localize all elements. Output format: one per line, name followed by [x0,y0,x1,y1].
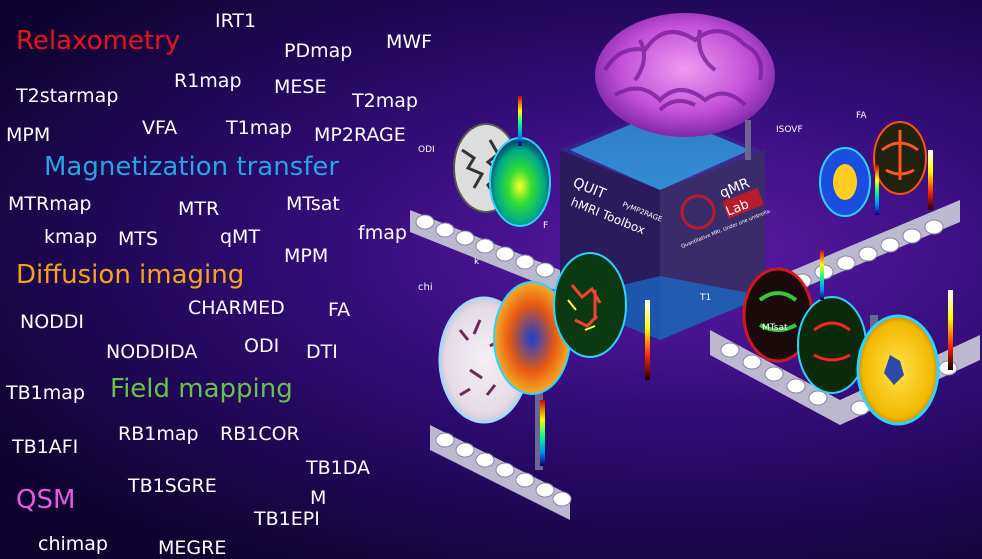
keyword-megre: MEGRE [158,537,227,559]
keyword-fmap: fmap [358,222,407,244]
keyword-rb1map: RB1map [118,423,199,445]
keyword-dti: DTI [306,341,338,363]
keyword-tb1map: TB1map [6,382,85,404]
keyword-t2map: T2map [352,90,418,112]
keyword-mpm-1: MPM [6,124,51,146]
keyword-tb1dam-line2: M [310,487,327,509]
category-qsm: QSM [16,485,76,515]
brain-icon [595,13,775,137]
keyword-mese: MESE [274,76,327,98]
label-isovf-map: ISOVF [776,125,803,135]
keyword-charmed: CHARMED [188,297,285,319]
label-t1-map: T1 [699,293,711,303]
t1-green-map-image [797,296,867,394]
keyword-noddida: NODDIDA [106,341,198,363]
keyword-tb1afi: TB1AFI [12,436,79,458]
qmrlab-umbrella-icon [680,194,716,230]
keyword-mtr: MTR [178,198,220,220]
keyword-mtsat: MTsat [286,193,340,215]
label-odi-map: ODI [418,145,435,155]
keyword-mpm-2: MPM [284,245,329,267]
category-magnetization-transfer: Magnetization transfer [44,152,340,182]
pillar-left [535,360,543,470]
keyword-t1map: T1map [226,117,292,139]
keyword-mtrmap: MTRmap [8,193,92,215]
keyword-mp2rage: MP2RAGE [314,124,406,146]
keyword-r1map: R1map [174,70,242,92]
category-field-mapping: Field mapping [110,374,293,404]
label-mtsat-map: MTsat [762,323,788,333]
toolbox-illustration: QUIT hMRI Toolbox PyMP2RAGE qMR Lab Quan… [410,13,980,520]
keyword-vfa: VFA [142,117,178,139]
f-map-image [489,137,551,227]
category-relaxometry: Relaxometry [16,26,181,56]
label-chi-map: chi [418,282,433,293]
label-fa-map: FA [856,111,867,121]
keyword-chimap: chimap [38,533,108,555]
keyword-tb1dam-line1: TB1DA [306,457,371,479]
keyword-mwf: MWF [386,31,433,53]
keyword-noddi: NODDI [20,311,85,333]
keyword-qmt: qMT [220,226,261,248]
keyword-tb1sgre: TB1SGRE [128,475,217,497]
keyword-irt1: IRT1 [215,10,257,32]
green-red-map-image [553,252,627,358]
label-f-map: F [543,221,548,231]
keyword-tb1epi: TB1EPI [254,508,320,530]
keyword-fa: FA [328,299,351,321]
keyword-pdmap: PDmap [284,40,353,62]
keyword-t2starmap: T2starmap [16,85,119,107]
category-diffusion-imaging: Diffusion imaging [16,260,245,290]
keyword-odi: ODI [244,335,280,357]
keyword-mts: MTS [118,228,159,250]
keyword-rb1cor: RB1COR [220,423,300,445]
keyword-kmap: kmap [44,226,98,248]
label-k-map: k [474,257,480,267]
